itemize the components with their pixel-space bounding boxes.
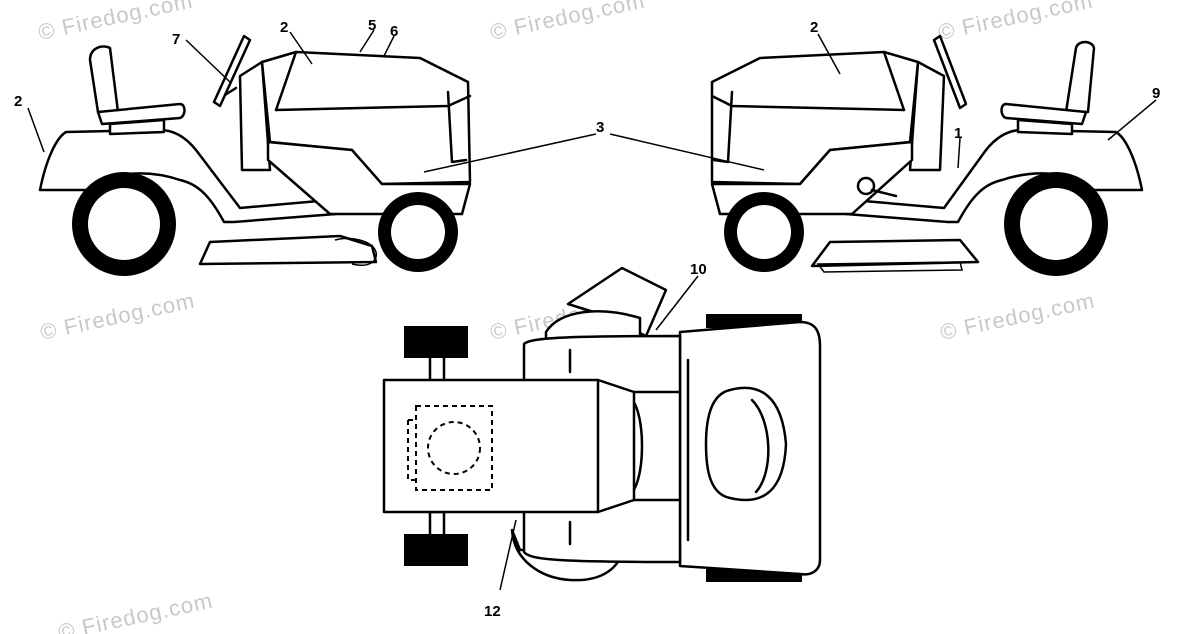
callout-side-panels: 3 bbox=[596, 119, 604, 136]
right-steering-wheel-icon bbox=[932, 34, 968, 110]
top-front-tire-bottom bbox=[404, 534, 468, 566]
watermark: © Firedog.com bbox=[938, 288, 1097, 345]
leader-lines bbox=[27, 29, 1157, 591]
right-mower-deck bbox=[810, 238, 980, 268]
watermark: © Firedog.com bbox=[936, 0, 1095, 45]
callout-top-deck: 12 bbox=[484, 603, 501, 620]
right-rear-fender bbox=[844, 128, 1144, 224]
tractor-right-view bbox=[710, 34, 1144, 276]
top-hood bbox=[382, 378, 636, 514]
callout-right-hood: 2 bbox=[810, 19, 818, 36]
top-engine-outline bbox=[415, 405, 493, 491]
left-rear-fender bbox=[38, 128, 338, 224]
callout-right-fender: 9 bbox=[1152, 85, 1160, 102]
callout-right-dash: 1 bbox=[954, 125, 962, 142]
left-steering-wheel-icon bbox=[212, 34, 252, 108]
right-lever-knob bbox=[856, 176, 876, 196]
watermark: © Firedog.com bbox=[38, 288, 197, 345]
right-dashboard bbox=[908, 60, 946, 172]
right-seat-base bbox=[1000, 102, 1088, 126]
callout-top-chute: 10 bbox=[690, 261, 707, 278]
callout-left-seat: 2 bbox=[14, 93, 22, 110]
callout-left-hood-top-a: 5 bbox=[368, 17, 376, 34]
tractor-top-view bbox=[382, 266, 822, 582]
callout-left-hood-top-b: 6 bbox=[390, 23, 398, 40]
right-seat-back bbox=[1064, 40, 1096, 114]
top-front-tire-top bbox=[404, 326, 468, 358]
watermark: © Firedog.com bbox=[56, 588, 215, 634]
callout-labels: 2 7 2 5 6 3 2 1 9 10 12 bbox=[14, 17, 1160, 620]
tractor-left-view bbox=[38, 34, 472, 276]
left-seat-back bbox=[88, 45, 120, 114]
watermark: © Firedog.com bbox=[488, 0, 647, 45]
left-dashboard bbox=[238, 60, 272, 172]
top-seat bbox=[704, 386, 788, 502]
callout-left-hood: 2 bbox=[280, 19, 288, 36]
callout-left-steering: 7 bbox=[172, 31, 180, 48]
left-mower-deck bbox=[198, 234, 378, 266]
